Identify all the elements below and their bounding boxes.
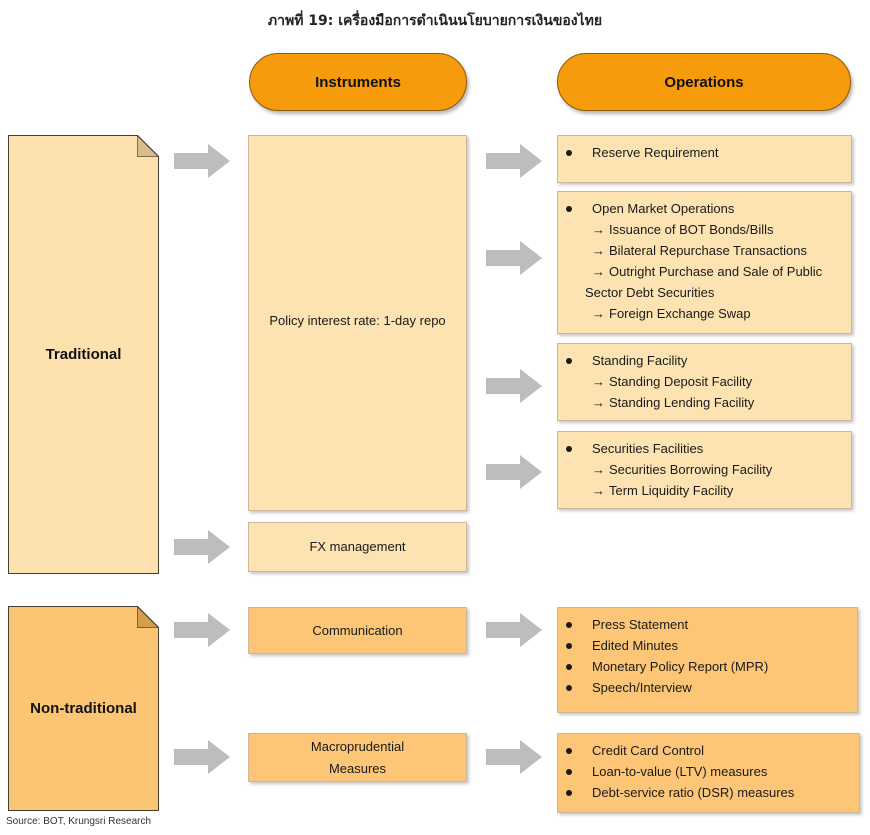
arrow-right-icon — [486, 369, 542, 403]
arrow-right-icon — [486, 241, 542, 275]
traditional-label: Traditional — [45, 346, 122, 363]
securities-sub-2: →Term Liquidity Facility — [592, 480, 841, 501]
source-note: Source: BOT, Krungsri Research — [6, 816, 152, 827]
macroprudential-operations-box: Credit Card Control Loan-to-value (LTV) … — [557, 733, 860, 813]
communication-box: Communication — [248, 607, 467, 654]
arrow-right-icon: → — [592, 395, 605, 410]
standing-facility-item: Standing Facility — [566, 350, 841, 371]
standing-facility-box: Standing Facility →Standing Deposit Faci… — [557, 343, 852, 421]
reserve-requirement-item: Reserve Requirement — [566, 142, 841, 163]
operations-header: Operations — [557, 53, 851, 111]
communication-op-1: Press Statement — [566, 614, 847, 635]
communication-label: Communication — [312, 622, 403, 638]
open-market-operations-box: Open Market Operations →Issuance of BOT … — [557, 191, 852, 334]
non-traditional-category: Non-traditional — [8, 606, 159, 811]
securities-facilities-item: Securities Facilities — [566, 438, 841, 459]
arrow-right-icon — [174, 613, 230, 647]
arrow-right-icon — [174, 740, 230, 774]
traditional-fold-corner — [137, 135, 159, 157]
macroprudential-op-3: Debt-service ratio (DSR) measures — [566, 782, 849, 803]
omo-sub-3: →Outright Purchase and Sale of Public Se… — [585, 261, 841, 303]
macroprudential-op-1: Credit Card Control — [566, 740, 849, 761]
arrow-right-icon — [486, 740, 542, 774]
omo-item: Open Market Operations — [566, 198, 841, 219]
operations-header-label: Operations — [664, 73, 744, 91]
arrow-right-icon — [174, 144, 230, 178]
communication-op-3: Monetary Policy Report (MPR) — [566, 656, 847, 677]
arrow-right-icon — [486, 613, 542, 647]
macroprudential-box: Macroprudential Measures — [248, 733, 467, 782]
fx-management-box: FX management — [248, 522, 467, 572]
fx-management-label: FX management — [309, 539, 406, 554]
arrow-right-icon: → — [592, 483, 605, 498]
arrow-right-icon: → — [592, 243, 605, 258]
omo-sub-4: →Foreign Exchange Swap — [592, 303, 841, 324]
omo-sub-1: →Issuance of BOT Bonds/Bills — [592, 219, 841, 240]
macroprudential-label-line1: Macroprudential — [310, 738, 405, 754]
figure-title: ภาพที่ 19: เครื่องมือการดำเนินนโยบายการเ… — [267, 13, 603, 29]
communication-op-2: Edited Minutes — [566, 635, 847, 656]
securities-facilities-box: Securities Facilities →Securities Borrow… — [557, 431, 852, 509]
traditional-category: Traditional — [8, 135, 159, 574]
macroprudential-op-2: Loan-to-value (LTV) measures — [566, 761, 849, 782]
instruments-header-label: Instruments — [315, 73, 401, 91]
macroprudential-label-line2: Measures — [328, 760, 387, 776]
securities-sub-1: →Securities Borrowing Facility — [592, 459, 841, 480]
policy-rate-box: Policy interest rate: 1-day repo — [248, 135, 467, 511]
communication-op-4: Speech/Interview — [566, 677, 847, 698]
reserve-requirement-box: Reserve Requirement — [557, 135, 852, 183]
standing-sub-2: →Standing Lending Facility — [592, 392, 841, 413]
communication-operations-box: Press Statement Edited Minutes Monetary … — [557, 607, 858, 713]
arrow-right-icon — [486, 144, 542, 178]
arrow-right-icon: → — [592, 374, 605, 389]
arrow-right-icon: → — [592, 462, 605, 477]
instruments-header: Instruments — [249, 53, 467, 111]
omo-sub-2: →Bilateral Repurchase Transactions — [592, 240, 841, 261]
standing-sub-1: →Standing Deposit Facility — [592, 371, 841, 392]
policy-rate-label: Policy interest rate: 1-day repo — [269, 313, 446, 328]
arrow-right-icon — [174, 530, 230, 564]
arrow-right-icon: → — [592, 264, 605, 279]
arrow-right-icon: → — [592, 306, 605, 321]
arrow-right-icon — [486, 455, 542, 489]
non-traditional-fold-corner — [137, 606, 159, 628]
arrow-right-icon: → — [592, 222, 605, 237]
non-traditional-label: Non-traditional — [30, 700, 137, 717]
